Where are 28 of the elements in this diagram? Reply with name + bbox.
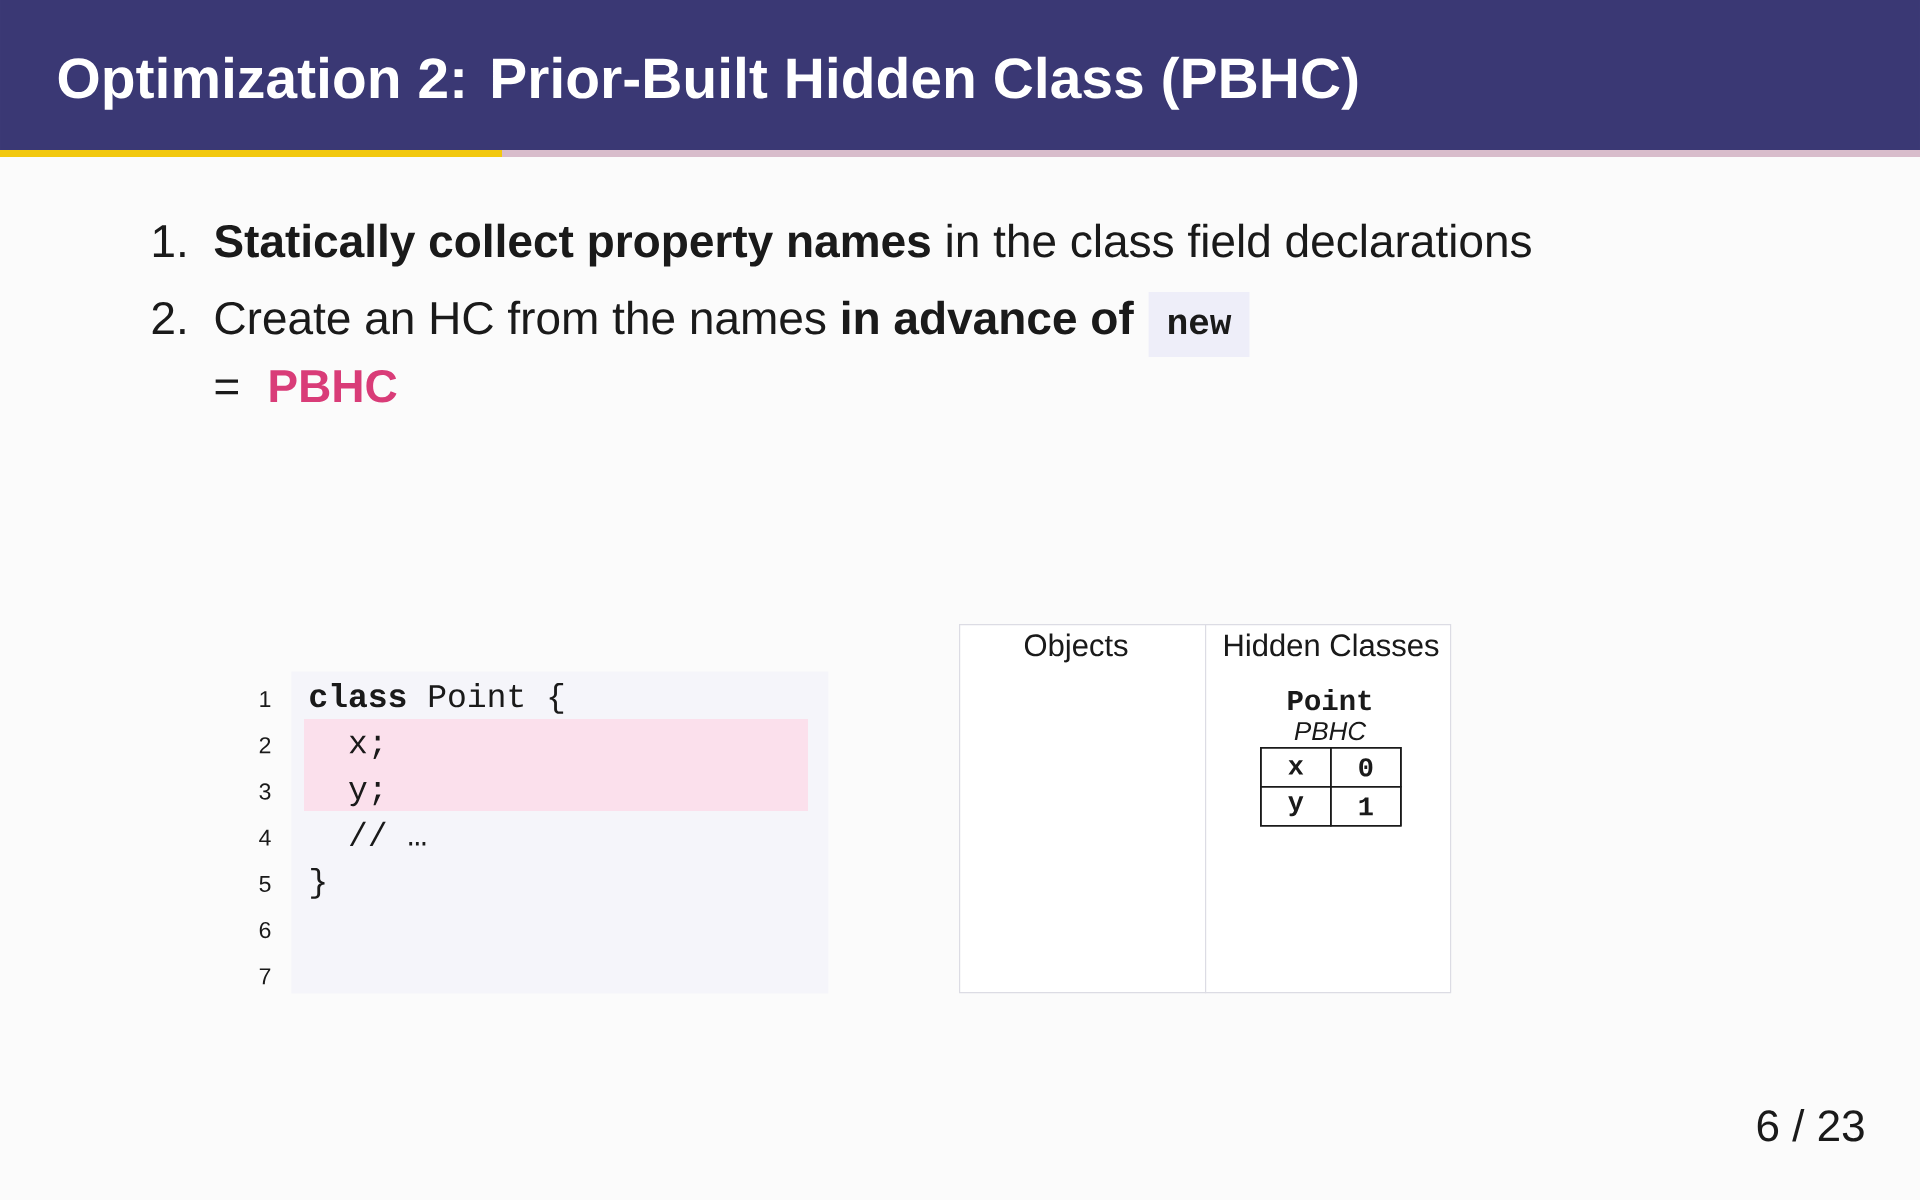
line-number: 6 [259,921,271,939]
list-number: 1. [153,225,185,257]
code-line: y; [349,781,381,807]
code-line: class Point { [310,683,564,714]
line-number: 4 [259,829,271,846]
list-number: 2. [152,301,185,334]
line-number: 2 [259,737,271,754]
table-cell: x [1260,747,1332,788]
node-label: Point [1288,688,1371,711]
line-number: 3 [259,783,271,800]
table-cell: y [1260,786,1332,827]
list-item: Statically collect property names in the class field declarations [214,223,1531,267]
table-cell: 1 [1330,786,1402,827]
node-label: PBHC [1294,721,1367,741]
line-number: 5 [259,876,271,893]
line-number: 7 [259,968,271,985]
highlighted-term: PBHC [270,369,397,403]
code-line: // … [349,821,426,846]
code-line: } [311,867,325,899]
line-number: 1 [260,691,271,707]
inline-code: new [1148,292,1250,357]
equals-sign: = [215,379,238,395]
code-line: x; [349,735,381,760]
table-cell: 0 [1330,747,1402,788]
column-panel: Objects [959,624,1207,994]
page-number: 6 / 23 [1757,1109,1864,1142]
list-item: Create an HC from the names in advance of [215,300,1134,335]
slide-title: Optimization 2: Prior-Built Hidden Class (PBHC) [58,56,1358,110]
